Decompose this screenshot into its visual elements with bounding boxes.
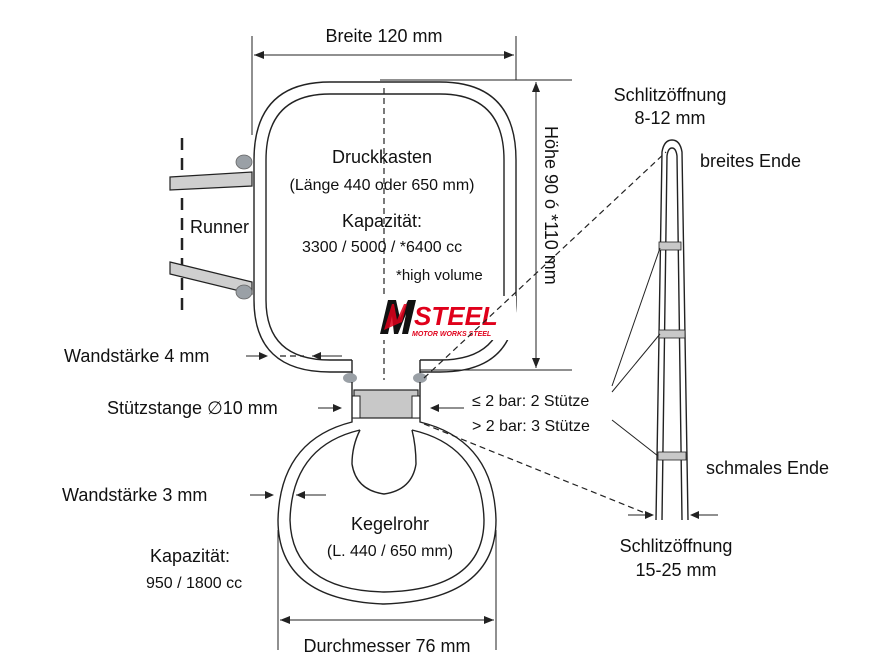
druckkasten-title: Druckkasten — [332, 147, 432, 167]
kapazitaet-bottom-label: Kapazität: — [150, 546, 230, 566]
schlitz-bottom-label: Schlitzöffnung — [620, 536, 733, 556]
high-volume-note: *high volume — [396, 267, 483, 284]
kegelrohr-shape: Kegelrohr (L. 440 / 650 mm) — [277, 382, 497, 605]
diameter-label: Durchmesser 76 mm — [303, 636, 470, 656]
width-dimension: Breite 120 mm — [251, 26, 517, 135]
kapazitaet-top-values: 3300 / 5000 / *6400 cc — [302, 239, 462, 256]
kegelrohr-length: (L. 440 / 650 mm) — [327, 543, 453, 560]
diameter-dimension: Durchmesser 76 mm — [277, 530, 497, 656]
stuetzstange-label: Stützstange ∅10 mm — [107, 398, 278, 418]
height-label: Höhe 90 ó *110 mm — [541, 126, 561, 285]
wall-4mm-label: Wandstärke 4 mm — [64, 346, 209, 366]
wall-3mm-label: Wandstärke 3 mm — [62, 485, 207, 505]
logo-subtext: MOTOR WORKS STEEL — [412, 331, 491, 338]
breites-ende-label: breites Ende — [700, 151, 801, 171]
wall-4mm-dimension: Wandstärke 4 mm — [64, 346, 342, 366]
schlitz-bottom-value: 15-25 mm — [635, 560, 716, 580]
schlitz-top-value: 8-12 mm — [634, 108, 705, 128]
schmales-ende-label: schmales Ende — [706, 458, 829, 478]
runner-label: Runner — [190, 217, 249, 237]
logo-text: STEEL — [414, 301, 498, 331]
schlitz-top-label: Schlitzöffnung — [614, 85, 727, 105]
kapazitaet-top-label: Kapazität: — [342, 211, 422, 231]
kegelrohr-title: Kegelrohr — [351, 514, 429, 534]
bar-le2-label: ≤ 2 bar: 2 Stütze — [472, 393, 589, 410]
wall-3mm-dimension: Wandstärke 3 mm — [62, 485, 326, 505]
support-rod: Stützstange ∅10 mm ≤ 2 bar: 2 Stütze > 2… — [107, 373, 590, 435]
runner-arms: Runner — [169, 138, 253, 318]
height-dimension: Höhe 90 ó *110 mm — [380, 79, 572, 371]
projection-lines — [423, 151, 667, 516]
width-label: Breite 120 mm — [325, 26, 442, 46]
side-view — [611, 139, 718, 521]
bar-gt2-label: > 2 bar: 3 Stütze — [472, 418, 590, 435]
steel-logo: STEEL MOTOR WORKS STEEL — [376, 296, 516, 340]
kapazitaet-bottom-values: 950 / 1800 cc — [146, 575, 242, 592]
druckkasten-length: (Länge 440 oder 650 mm) — [290, 177, 475, 194]
